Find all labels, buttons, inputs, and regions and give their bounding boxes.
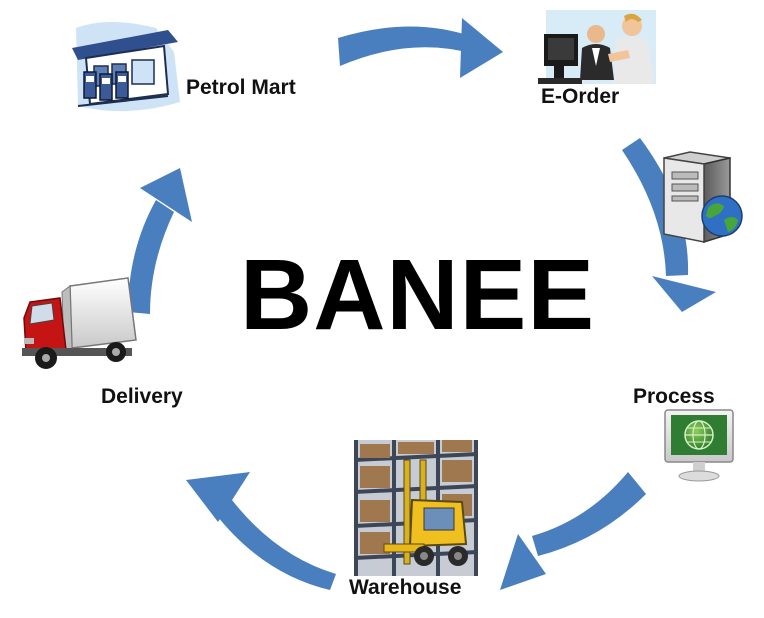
delivery-truck-icon bbox=[22, 277, 137, 369]
label-delivery: Delivery bbox=[101, 385, 183, 408]
server-globe-icon bbox=[663, 151, 743, 244]
monitor-globe-icon bbox=[664, 409, 734, 482]
forklift-warehouse-icon bbox=[353, 440, 479, 576]
arrow-process-to-warehouse bbox=[500, 472, 646, 590]
diagram-title: BANEE bbox=[240, 239, 596, 351]
label-warehouse: Warehouse bbox=[349, 576, 462, 599]
arrow-warehouse-to-delivery bbox=[186, 472, 336, 590]
label-e-order: E-Order bbox=[541, 85, 620, 108]
office-workers-computer-icon bbox=[538, 10, 656, 84]
gas-station-icon bbox=[72, 22, 180, 112]
arrow-server-to-process bbox=[622, 138, 716, 312]
arrow-delivery-to-petrol bbox=[128, 168, 192, 314]
arrow-petrol-to-eorder bbox=[338, 18, 503, 78]
label-process: Process bbox=[633, 385, 715, 408]
label-petrol-mart: Petrol Mart bbox=[186, 76, 296, 99]
